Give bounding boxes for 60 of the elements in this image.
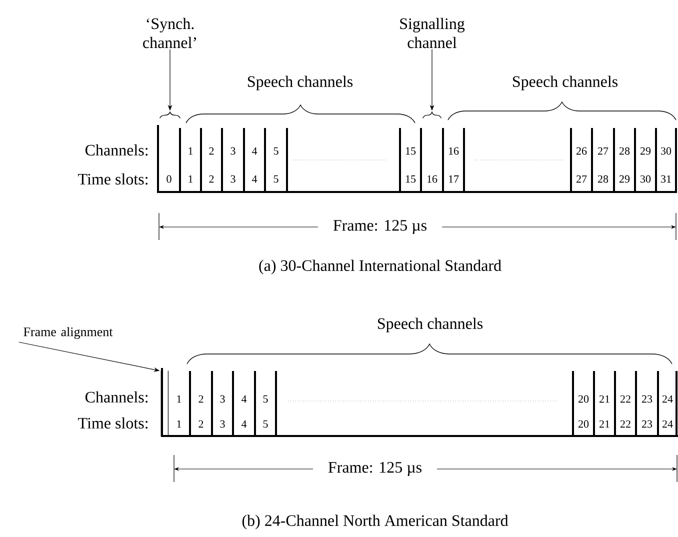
- row-label: Channels:: [85, 144, 148, 156]
- slot-number: 1: [188, 175, 193, 183]
- channel-number: 5: [263, 395, 268, 403]
- slot-number: 21: [599, 420, 610, 428]
- slot-number: 0: [166, 175, 172, 183]
- channel-number: 4: [252, 147, 258, 155]
- slot-number: 30: [640, 175, 651, 183]
- channel-number: 16: [448, 147, 459, 155]
- channel-number: 29: [640, 147, 651, 155]
- channel-number: 22: [620, 395, 630, 403]
- channel-number: 26: [576, 147, 587, 155]
- channel-number: 5: [274, 147, 278, 155]
- callout-text: Signalling channel: [400, 18, 465, 48]
- slot-number: 31: [661, 175, 671, 183]
- slot-number: 5: [274, 175, 278, 183]
- row-label: Time slots:: [78, 417, 148, 429]
- frame-alignment-bit: [160, 370, 168, 436]
- channel-number: 1: [188, 147, 193, 155]
- slot-number: 22: [620, 420, 630, 428]
- slot-number: 16: [427, 175, 438, 183]
- slot-number: 28: [598, 175, 608, 183]
- brace: [159, 112, 181, 119]
- slot-number: 24: [662, 420, 673, 428]
- channel-number: 20: [578, 395, 589, 403]
- brace-label: Speech channels: [378, 318, 483, 332]
- dimension-label: Frame: 125 µs: [332, 219, 428, 235]
- channel-number: 3: [220, 395, 225, 403]
- row-label: Time slots:: [78, 173, 148, 185]
- slot-number: 27: [576, 175, 587, 183]
- channel-number: 21: [599, 395, 610, 403]
- slot-number: 5: [263, 420, 268, 428]
- slot-number: 29: [619, 175, 630, 183]
- channel-number: 4: [241, 395, 247, 403]
- brace-label: Speech channels: [248, 76, 353, 90]
- brace: [422, 112, 442, 119]
- channel-number: 15: [406, 147, 416, 155]
- channel-number: 2: [198, 395, 204, 403]
- slot-number: 20: [578, 420, 589, 428]
- channel-number: 24: [662, 395, 673, 403]
- caption: (b) 24-Channel North American Standard: [242, 514, 508, 530]
- slot-number: 4: [241, 420, 247, 428]
- channel-number: 23: [642, 395, 652, 403]
- slot-number: 15: [406, 175, 416, 183]
- caption: (a) 30-Channel International Standard: [259, 260, 502, 274]
- slot-number: 3: [230, 175, 236, 183]
- brace-label: Speech channels: [512, 76, 618, 90]
- channel-number: 28: [619, 147, 630, 155]
- slot-number: 2: [209, 175, 214, 183]
- slot-number: 2: [198, 420, 204, 428]
- slot-number: 17: [448, 175, 459, 183]
- channel-number: 30: [661, 147, 672, 155]
- dimension-label: Frame: 125 µs: [326, 461, 424, 477]
- channel-number: 27: [598, 147, 608, 155]
- slot-number: 4: [252, 175, 258, 183]
- callout-text: ‘Synch. channel’: [143, 18, 196, 48]
- callout-text: Frame alignment: [24, 327, 113, 339]
- slot-number: 3: [220, 420, 225, 428]
- channel-number: 2: [209, 147, 214, 155]
- slot-number: 23: [642, 420, 652, 428]
- channel-number: 3: [230, 147, 236, 155]
